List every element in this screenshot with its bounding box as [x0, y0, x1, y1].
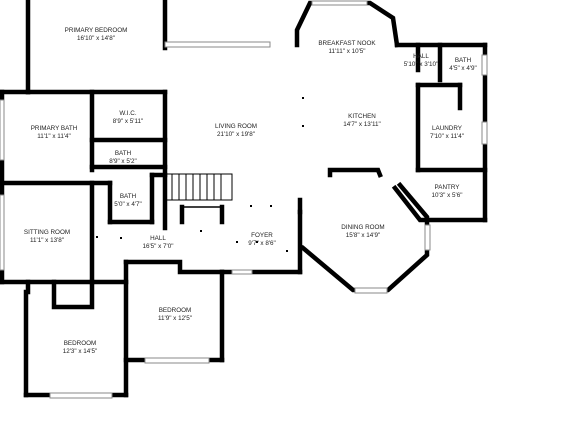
room-dims-pantry: 10'3" x 5'6" [431, 192, 462, 199]
window [481, 121, 488, 145]
room-dims-kitchen: 14'7" x 13'11" [343, 121, 381, 128]
wall [327, 167, 383, 178]
room-dims-bedroom-southwest: 12'3" x 14'5" [63, 348, 98, 355]
room-name-pantry: PANTRY [435, 184, 461, 191]
room-name-primary-bedroom: PRIMARY BEDROOM [65, 27, 128, 34]
room-dims-laundry: 7'10" x 11'4" [430, 133, 464, 140]
room-dims-bath-mid: 8'9" x 5'2" [109, 158, 137, 165]
room-name-hall-small: HALL [413, 53, 429, 60]
room-dims-sitting-room: 11'1" x 13'8" [30, 237, 64, 244]
window [144, 357, 210, 364]
room-name-kitchen: KITCHEN [348, 113, 376, 120]
room-name-hall-main: HALL [150, 235, 166, 242]
room-name-primary-bath: PRIMARY BATH [31, 125, 78, 132]
wall [299, 181, 430, 293]
room-dims-living-room: 21'10" x 19'8" [217, 131, 255, 138]
room-dims-bedroom-center: 11'9" x 12'5" [158, 315, 192, 322]
room-name-bedroom-southwest: BEDROOM [64, 340, 97, 347]
staircase [164, 173, 233, 225]
room-labels: PRIMARY BEDROOM 16'10" x 14'8" BREAKFAST… [24, 27, 477, 355]
room-dims-primary-bedroom: 16'10" x 14'8" [77, 35, 115, 42]
window [231, 269, 253, 275]
window [0, 194, 5, 271]
room-dims-wic: 8'9" x 5'11" [113, 118, 144, 125]
room-name-bath-east: BATH [455, 57, 472, 64]
stair-outline [164, 173, 233, 201]
room-dims-bath-small: 5'0" x 4'7" [114, 201, 142, 208]
window [0, 99, 5, 161]
window [424, 224, 431, 251]
wall [23, 279, 31, 398]
room-name-breakfast-nook: BREAKFAST NOOK [318, 40, 376, 47]
room-name-sitting-room: SITTING ROOM [24, 229, 70, 236]
wall [294, 0, 400, 48]
wall [51, 279, 95, 310]
room-name-foyer: FOYER [251, 232, 273, 239]
room-name-dining-room: DINING ROOM [341, 224, 384, 231]
room-dims-foyer: 9'7" x 8'6" [248, 240, 276, 247]
room-name-bath-small: BATH [120, 193, 137, 200]
room-name-living-room: LIVING ROOM [215, 123, 257, 130]
room-name-bedroom-center: BEDROOM [159, 307, 192, 314]
window [354, 287, 388, 294]
room-dims-breakfast-nook: 11'11" x 10'5" [328, 48, 365, 55]
room-dims-bath-east: 4'5" x 4'9" [449, 65, 477, 72]
wall [123, 259, 225, 275]
window [481, 54, 488, 76]
room-dims-dining-room: 15'8" x 14'9" [346, 232, 381, 239]
opening-markers [96, 97, 304, 282]
room-name-laundry: LAUNDRY [432, 125, 463, 132]
wall [391, 184, 488, 223]
window [49, 392, 113, 399]
room-dims-hall-small: 5'10" x 3'10" [404, 61, 439, 68]
room-name-wic: W.I.C. [119, 110, 136, 117]
windows [0, 0, 488, 399]
window [311, 0, 368, 6]
window [164, 41, 271, 48]
room-dims-primary-bath: 11'1" x 11'4" [37, 133, 71, 140]
room-dims-hall-main: 16'5" x 7'0" [142, 243, 173, 250]
room-name-bath-mid: BATH [115, 150, 132, 157]
